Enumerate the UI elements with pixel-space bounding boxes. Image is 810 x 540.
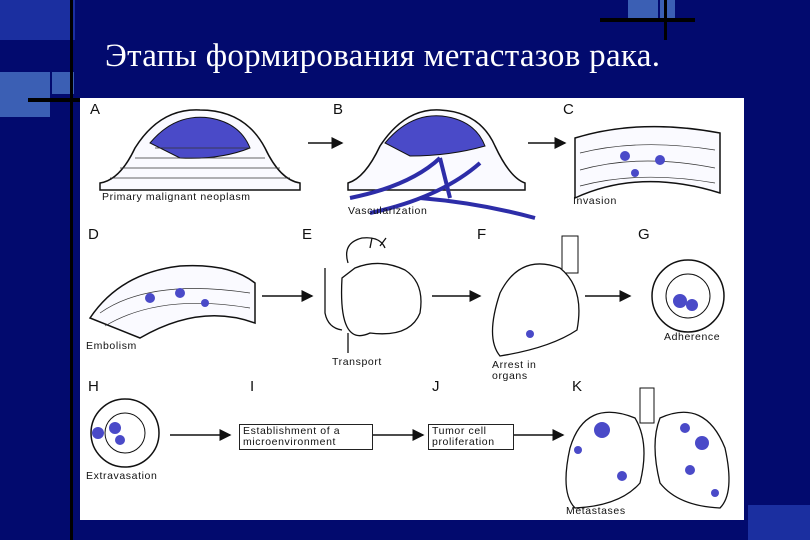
label-b: B [333, 101, 344, 118]
deco-line-vertical-right [664, 0, 667, 40]
label-c: C [563, 101, 574, 118]
invasion-illustration [574, 125, 721, 200]
box-proliferation: Tumor cell proliferation [428, 424, 514, 450]
deco-square-left [0, 72, 50, 117]
adherence-illustration [651, 259, 725, 333]
diagram-panel: A Primary malignant neoplasm B Vasculari… [80, 98, 744, 520]
heart-illustration [324, 237, 422, 353]
primary-neoplasm-illustration [99, 109, 301, 191]
deco-square-top-right-2 [660, 0, 675, 22]
caption-g: Adherence [664, 331, 721, 343]
vascularization-illustration [347, 109, 536, 220]
caption-e: Transport [332, 356, 382, 368]
metastasis-diagram [88, 109, 730, 509]
deco-square-bottom-right [748, 505, 810, 540]
label-h: H [88, 378, 99, 395]
caption-d: Embolism [86, 340, 137, 352]
label-g: G [638, 226, 650, 243]
deco-line-vertical-left [70, 0, 73, 540]
deco-square-top-left [0, 0, 75, 40]
caption-h: Extravasation [86, 470, 158, 482]
lung-arrest-illustration [491, 235, 580, 357]
extravasation-illustration [90, 398, 160, 468]
embolism-illustration [88, 264, 256, 339]
deco-line-top-right [600, 18, 695, 22]
deco-line-horizontal [28, 98, 83, 102]
caption-f: Arrest in organs [492, 359, 537, 382]
label-j: J [432, 378, 440, 395]
label-k: K [572, 378, 583, 395]
label-i: I [250, 378, 255, 395]
label-a: A [90, 101, 101, 118]
label-e: E [302, 226, 313, 243]
slide-title: Этапы формирования метастазов рака. [105, 38, 661, 74]
deco-square-top-right [628, 0, 658, 22]
label-d: D [88, 226, 99, 243]
caption-c: Invasion [573, 195, 617, 207]
box-microenvironment: Establishment of a microenvironment [239, 424, 373, 450]
caption-a: Primary malignant neoplasm [102, 191, 251, 203]
label-f: F [477, 226, 487, 243]
deco-square-left-2 [52, 72, 74, 94]
caption-b: Vascularization [348, 205, 428, 217]
lungs-metastases-illustration [565, 387, 730, 509]
caption-k: Metastases [566, 505, 626, 517]
